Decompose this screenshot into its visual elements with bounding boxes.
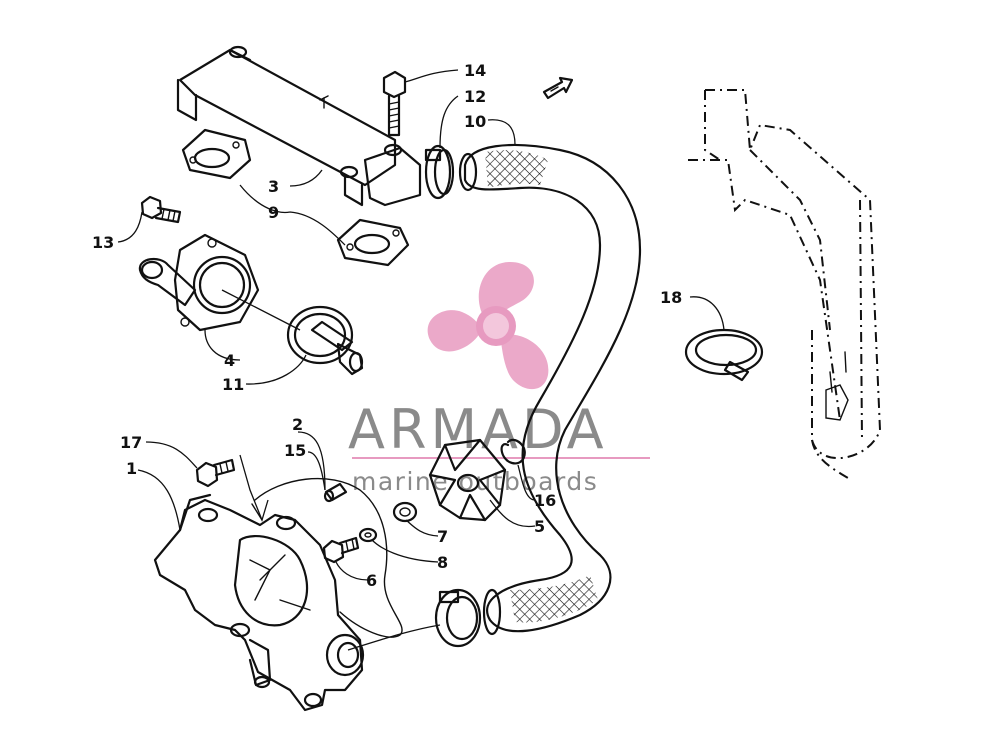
- watermark-brand: ARMADA: [348, 398, 608, 461]
- callout-10: 10: [464, 112, 486, 131]
- hose-part-10: [458, 143, 642, 636]
- impeller-part-5: [428, 438, 507, 522]
- callout-3: 3: [268, 177, 279, 196]
- callout-16: 16: [534, 491, 556, 510]
- direction-arrow-icon: [542, 76, 574, 100]
- callout-17: 17: [120, 433, 142, 452]
- callout-18: 18: [660, 288, 682, 307]
- dowel-pin-part-15: [323, 482, 348, 503]
- callout-9: 9: [268, 203, 279, 222]
- bolt-part-13: [140, 195, 182, 224]
- callout-12: 12: [464, 87, 486, 106]
- thermostat-cover-part-4: [138, 233, 260, 332]
- watermark-logo: [427, 262, 549, 390]
- water-pump-housing-part-1: [153, 493, 365, 712]
- watermark-tagline: marine outboards: [352, 467, 598, 496]
- circlip-part-16: [500, 438, 526, 465]
- callout-5: 5: [534, 517, 545, 536]
- hose-clamp-lower: [434, 588, 482, 648]
- bolt-part-17: [195, 458, 236, 488]
- bolt-part-14: [382, 70, 407, 137]
- water-pipe-part-3: [176, 45, 422, 207]
- callout-11: 11: [222, 375, 244, 394]
- hose-clamp-part-12: [424, 144, 455, 200]
- seal-part-7: [392, 501, 418, 523]
- phantom-reservoir-bracket: [688, 89, 882, 479]
- bolt-part-6: [322, 536, 360, 564]
- gasket-part-9-upper: [181, 128, 252, 180]
- callout-2: 2: [292, 415, 303, 434]
- callout-1: 1: [126, 459, 137, 478]
- callout-14: 14: [464, 61, 486, 80]
- callout-13: 13: [92, 233, 114, 252]
- leader-lines: [117, 69, 725, 651]
- washer-part-8: [358, 527, 378, 543]
- gasket-part-9-lower: [336, 218, 410, 267]
- callout-4: 4: [224, 351, 235, 370]
- callout-6: 6: [366, 571, 377, 590]
- thermostat-part-11: [286, 305, 364, 376]
- callout-8: 8: [437, 553, 448, 572]
- callout-7: 7: [437, 527, 448, 546]
- hose-clamp-part-18: [684, 328, 764, 382]
- callout-15: 15: [284, 441, 306, 460]
